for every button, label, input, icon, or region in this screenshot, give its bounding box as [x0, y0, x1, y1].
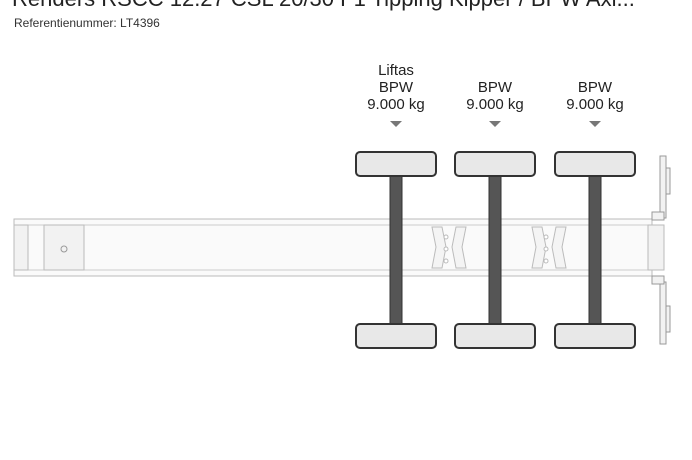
axle-1	[355, 151, 437, 349]
axle-1-lift: Liftas	[378, 62, 414, 79]
kingpin-icon	[60, 245, 68, 253]
support-plate	[43, 224, 85, 271]
axle-1-brand: BPW	[378, 79, 414, 96]
axle-1-wheel-bottom	[355, 323, 437, 349]
axle-2-load: 9.000 kg	[466, 96, 524, 113]
axle-1-marker	[390, 121, 402, 127]
axle-2-label: BPW 9.000 kg	[445, 62, 545, 113]
axle-1-beam	[389, 174, 403, 326]
axle-3-beam	[588, 174, 602, 326]
axle-2-marker	[489, 121, 501, 127]
axle-2-beam	[488, 174, 502, 326]
axle-3-wheel-bottom	[554, 323, 636, 349]
crossmember-bracket-1	[431, 226, 467, 269]
axle-1-wheel-top	[355, 151, 437, 177]
axle-3-marker	[589, 121, 601, 127]
axle-1-label: Liftas BPW 9.000 kg	[346, 62, 446, 113]
axle-3	[554, 151, 636, 349]
reference-number: Referentienummer: LT4396	[14, 16, 160, 30]
crossmember-bracket-2	[531, 226, 567, 269]
landing-gear	[651, 155, 671, 345]
axle-3-wheel-top	[554, 151, 636, 177]
axle-3-brand: BPW	[577, 79, 613, 96]
axle-1-load: 9.000 kg	[367, 96, 425, 113]
chassis-frame	[13, 218, 665, 277]
axle-3-label: BPW 9.000 kg	[545, 62, 645, 113]
axle-2-wheel-bottom	[454, 323, 536, 349]
axle-2	[454, 151, 536, 349]
axle-2-wheel-top	[454, 151, 536, 177]
axle-3-load: 9.000 kg	[566, 96, 624, 113]
axle-2-brand: BPW	[477, 79, 513, 96]
